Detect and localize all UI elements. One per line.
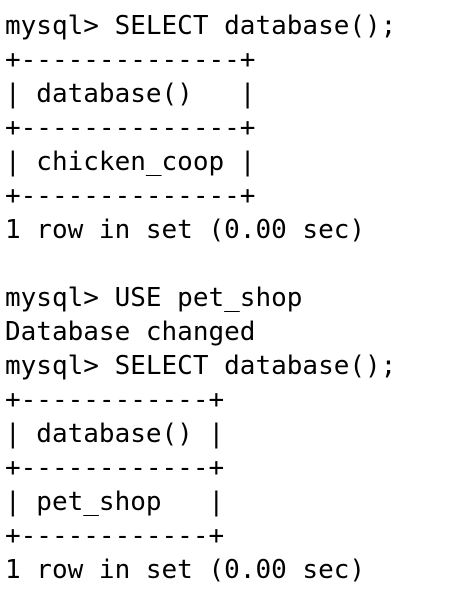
status-message: Database changed [5, 317, 256, 347]
table-header: | database() | [5, 419, 225, 449]
table-border: +--------------+ [5, 181, 256, 211]
result-summary: 1 row in set (0.00 sec) [5, 215, 366, 245]
table-border: +------------+ [5, 453, 225, 483]
table-border: +--------------+ [5, 113, 256, 143]
result-summary: 1 row in set (0.00 sec) [5, 555, 366, 585]
table-row: | pet_shop | [5, 487, 225, 517]
table-border: +--------------+ [5, 45, 256, 75]
command-line: mysql> USE pet_shop [5, 283, 303, 313]
command-line: mysql> SELECT database(); [5, 11, 397, 41]
command-line: mysql> SELECT database(); [5, 351, 397, 381]
table-border: +------------+ [5, 521, 225, 551]
table-header: | database() | [5, 79, 256, 109]
blank-line [5, 247, 470, 281]
table-border: +------------+ [5, 385, 225, 415]
table-row: | chicken_coop | [5, 147, 256, 177]
